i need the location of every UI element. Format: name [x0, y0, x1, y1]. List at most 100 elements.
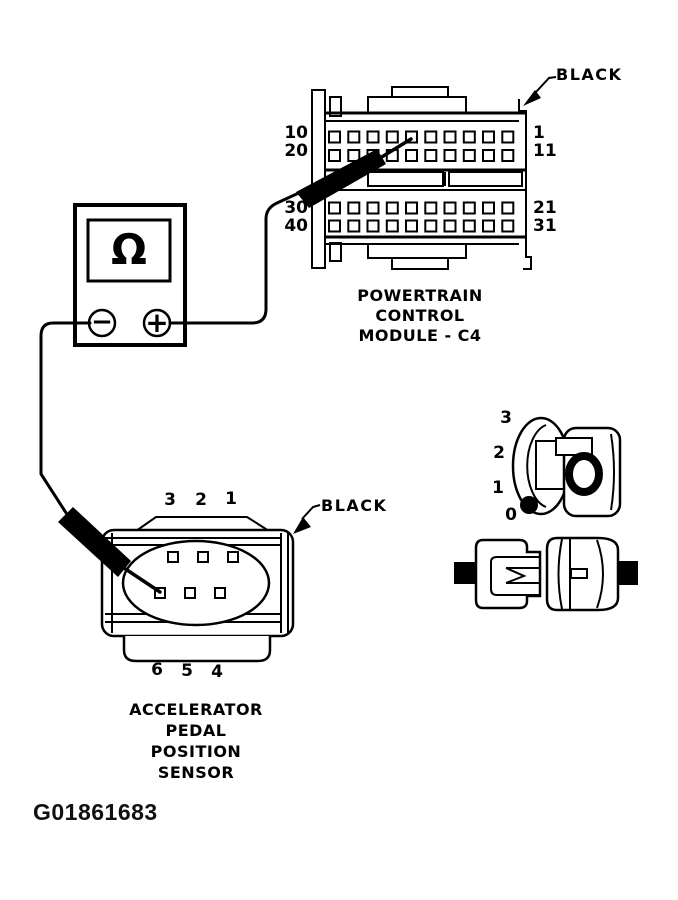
fork-tang — [505, 567, 527, 584]
pin-slot — [462, 149, 476, 162]
female-terminal-fork — [490, 556, 539, 596]
detail-position-label-1: 1 — [492, 478, 504, 498]
probe-tip — [378, 137, 413, 160]
pcm-caption-line3: MODULE - C4 — [358, 326, 482, 345]
arrowhead — [523, 90, 541, 106]
pin-slot — [347, 201, 361, 215]
pin-slot — [214, 587, 226, 599]
sensor-caption-line3: POSITION — [150, 742, 242, 761]
sensor-test-probe — [58, 507, 162, 594]
pin-slot — [462, 130, 476, 144]
pin-slot — [197, 551, 209, 563]
pcm-caption-line1: POWERTRAIN — [357, 286, 483, 305]
negative-lead-wire — [39, 321, 92, 521]
arrowhead — [293, 517, 311, 534]
pcm-pin-grid — [328, 130, 515, 233]
pin-slot — [443, 149, 457, 162]
pin-slot — [385, 201, 399, 215]
pin-slot — [227, 551, 239, 563]
pin-slot — [424, 201, 438, 215]
pin-slot — [424, 149, 438, 162]
pcm-test-probe — [296, 137, 413, 208]
sensor-bottom-tab — [122, 636, 272, 663]
pcm-bottom-notch — [329, 242, 342, 262]
ohm-symbol: Ω — [111, 225, 147, 274]
pin-slot — [424, 130, 438, 144]
female-terminal-body — [474, 538, 542, 610]
probe-handle — [58, 507, 131, 577]
detail-position-label-3: 3 — [500, 408, 512, 428]
sensor-top-ridge — [135, 516, 270, 532]
pin-slot — [328, 130, 341, 144]
sensor-caption: ACCELERATOR PEDAL POSITION SENSOR — [121, 699, 271, 783]
pin-slot — [328, 219, 341, 233]
leader-line — [535, 76, 557, 93]
pcm-pin-label-31: 31 — [533, 216, 557, 236]
pin-slot — [366, 201, 380, 215]
position-zero-dot — [520, 496, 538, 514]
pcm-black-leader-arrow — [523, 76, 557, 106]
positive-terminal-sign: + — [145, 306, 169, 339]
male-terminal-rear-curve — [596, 539, 604, 609]
pcm-caption-line2: CONTROL — [375, 306, 465, 325]
pin-slot — [482, 149, 495, 162]
pcm-pin-label-11: 11 — [533, 141, 557, 161]
sensor-caption-line4: SENSOR — [157, 763, 235, 782]
meter-display — [86, 218, 172, 283]
pcm-caption: POWERTRAIN CONTROL MODULE - C4 — [346, 286, 494, 346]
pin-slot — [501, 149, 515, 162]
pcm-pin-label-40: 40 — [284, 216, 308, 236]
test-lead-wires — [39, 190, 303, 521]
sensor-black-leader-arrow — [293, 504, 321, 534]
detail-position-label-0: 0 — [505, 505, 517, 525]
pin-slot — [443, 201, 457, 215]
pin-slot — [482, 130, 495, 144]
pcm-connector-drawing — [311, 86, 532, 270]
male-terminal-front-curve — [557, 538, 563, 610]
pcm-pin-label-30: 30 — [284, 198, 308, 218]
pin-slot — [366, 130, 380, 144]
pin-slot — [462, 219, 476, 233]
pin-slot — [405, 149, 418, 162]
pin-slot — [328, 201, 341, 215]
detail-position-label-2: 2 — [493, 443, 505, 463]
pin-slot — [482, 201, 495, 215]
pin-slot — [443, 130, 457, 144]
sensor-pin-label-2: 2 — [195, 490, 207, 510]
terminal-crescent-inner-arc — [526, 424, 547, 508]
pin-slot — [424, 219, 438, 233]
right-wire-stub — [617, 561, 638, 585]
left-wire-stub — [454, 562, 476, 584]
sensor-caption-line2: PEDAL — [165, 721, 227, 740]
pcm-pin-label-20: 20 — [284, 141, 308, 161]
pin-slot — [328, 149, 341, 162]
male-terminal-blade — [570, 568, 588, 579]
positive-lead-wire — [168, 190, 303, 325]
pcm-top-tab-lower — [367, 96, 467, 114]
probe-tip — [119, 564, 162, 594]
pcm-bottom-tab-upper — [367, 243, 467, 259]
pin-slot — [501, 201, 515, 215]
pin-slot — [501, 130, 515, 144]
pin-slot — [482, 219, 495, 233]
negative-terminal-sign: − — [91, 307, 113, 337]
pin-slot — [347, 130, 361, 144]
terminal-cavity-ring — [565, 452, 603, 496]
pin-slot — [184, 587, 196, 599]
pin-slot — [501, 219, 515, 233]
probe-handle — [296, 149, 386, 208]
sensor-connector-color-label: BLACK — [321, 496, 388, 515]
pin-slot — [405, 201, 418, 215]
pin-slot — [347, 149, 361, 162]
pcm-right-edge — [518, 99, 532, 270]
pcm-bottom-tab-lower — [391, 257, 449, 270]
sensor-pin-label-1: 1 — [225, 489, 237, 509]
pin-slot — [405, 219, 418, 233]
pcm-top-notch — [329, 96, 342, 117]
ohmmeter-drawing — [73, 203, 187, 347]
pin-slot — [347, 219, 361, 233]
terminal-block-inner-edge — [610, 433, 615, 511]
pin-slot — [462, 201, 476, 215]
pin-slot — [167, 551, 179, 563]
